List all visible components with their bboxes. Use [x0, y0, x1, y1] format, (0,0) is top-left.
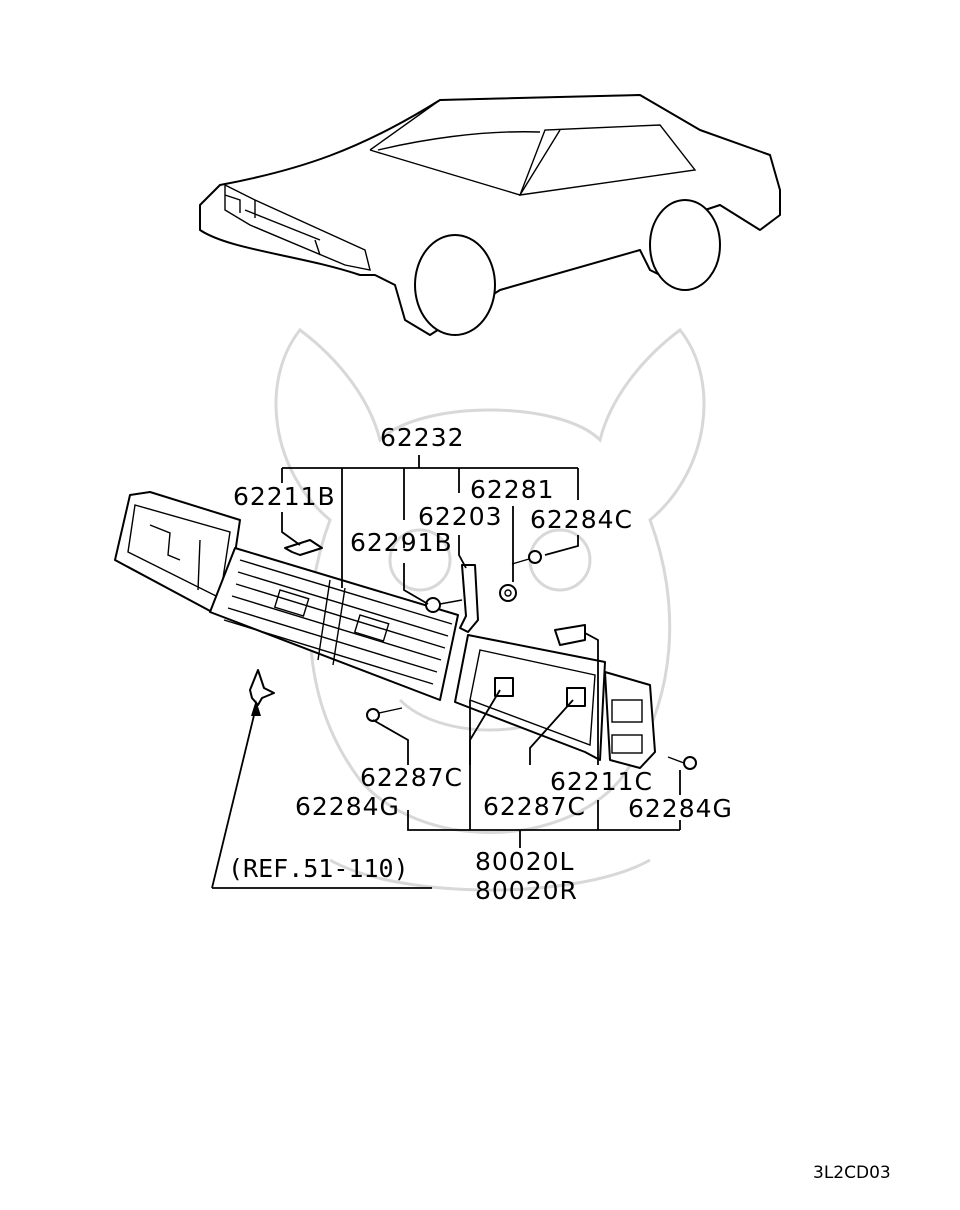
- label-62284C: 62284C: [530, 505, 633, 534]
- clip-62211C: [554, 624, 586, 646]
- label-62291B: 62291B: [350, 528, 453, 557]
- label-62211C: 62211C: [550, 767, 653, 796]
- label-62203: 62203: [418, 502, 503, 531]
- label-62211B: 62211B: [233, 482, 336, 511]
- nut-62281: [499, 584, 517, 602]
- label-62232: 62232: [380, 423, 465, 452]
- emblem-icon: [249, 669, 275, 706]
- label-62284G-left: 62284G: [295, 792, 400, 821]
- clip-62211B: [284, 539, 323, 556]
- label-80020R: 80020R: [475, 876, 578, 905]
- bolt-62291B: [425, 597, 463, 613]
- screw-62284G-right: [667, 756, 697, 770]
- right-headlamp-bezel: [454, 634, 656, 769]
- label-62287C-left: 62287C: [360, 763, 463, 792]
- grille: [209, 547, 459, 701]
- reference-note: (REF.51-110): [228, 854, 409, 883]
- screw-62284C: [511, 550, 542, 565]
- label-62281: 62281: [470, 475, 555, 504]
- label-62287C-right: 62287C: [483, 792, 586, 821]
- car-overview-icon: [199, 94, 781, 336]
- diagram-code: 3L2CD03: [813, 1163, 891, 1183]
- bracket-62203: [459, 564, 479, 633]
- label-62284G-right: 62284G: [628, 794, 733, 823]
- screw-62284G-left: [366, 707, 403, 722]
- leader-lines: [211, 455, 681, 889]
- label-80020L: 80020L: [475, 847, 574, 876]
